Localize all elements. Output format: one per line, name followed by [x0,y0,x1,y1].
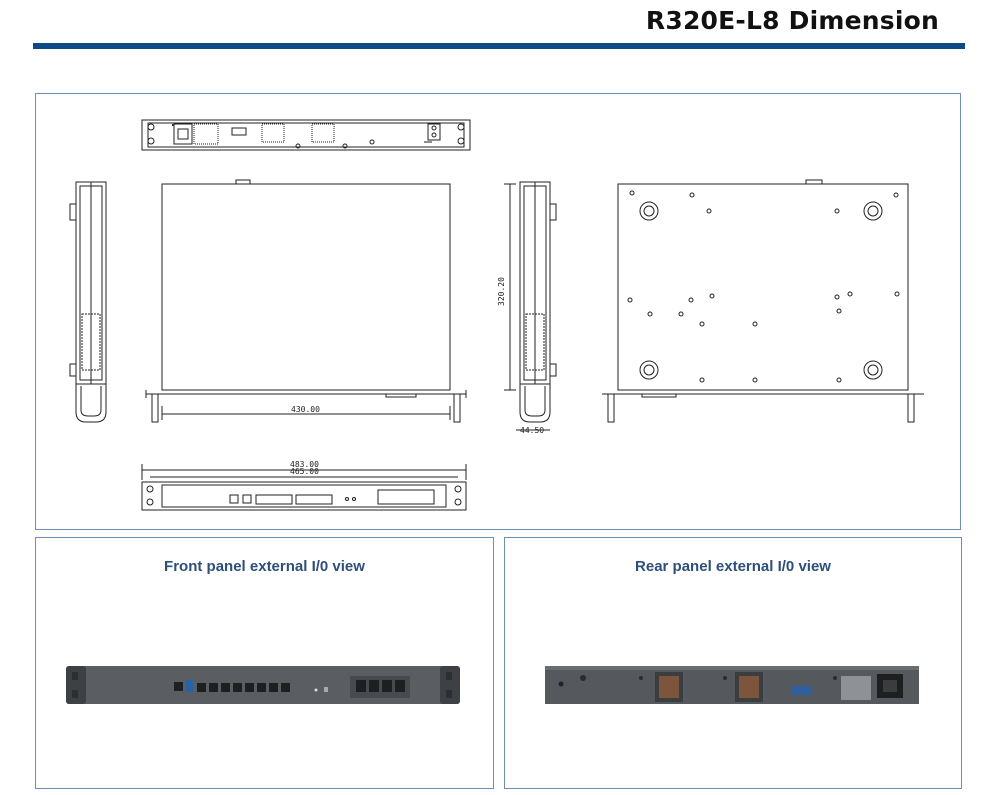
bottom-view-drawing [602,179,924,423]
title-underline [33,43,965,49]
rear-panel-caption: Rear panel external I/0 view [635,558,831,575]
page-title: R320E-L8 Dimension [645,6,939,35]
front-panel-image [66,666,460,704]
width-dimension-label: 430.00 [291,405,320,414]
overall-width-dimension-label: 483.00 [290,460,319,469]
top-view-drawing [145,179,467,423]
rear-panel-image [545,666,919,704]
rear-view-drawing [141,119,471,151]
right-side-view-drawing [504,181,557,431]
dimension-drawing: 430.00 320.20 44.50 483.00 465.00 [69,119,924,511]
rear-panel-section: Rear panel external I/0 view [504,537,962,789]
ear-width-dimension-label: 465.00 [290,467,319,476]
front-panel-caption: Front panel external I/0 view [164,558,365,575]
front-view-drawing [141,464,467,511]
left-side-view-drawing [69,181,107,423]
dimension-drawing-panel: 430.00 320.20 44.50 483.00 465.00 [35,93,961,530]
front-panel-section: Front panel external I/0 view [35,537,494,789]
height-dimension-label: 44.50 [520,426,544,435]
depth-dimension-label: 320.20 [497,277,506,306]
